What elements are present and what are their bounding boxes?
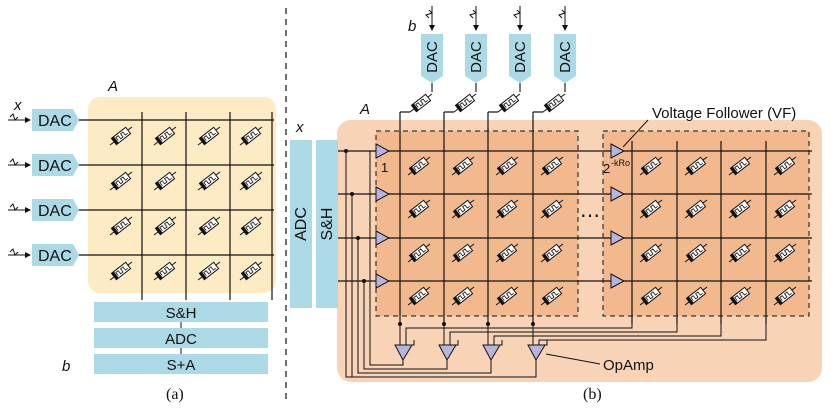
panel-a: A x DAC [8,78,276,403]
dac-b-2-label: DAC [468,41,485,73]
dac-b-4-label: DAC [557,41,574,73]
opamp-label: OpAmp [603,357,654,374]
vf-callout-line [622,119,649,148]
vf-label: Voltage Follower (VF) [652,105,796,122]
panel-a-caption: (a) [166,386,184,403]
opamp-4 [527,344,546,362]
panel-b-block-1 [375,130,579,317]
dac-a-4: DAC [8,244,79,266]
panel-b-bias-label: b [408,18,416,35]
panel-a-output-stack: S&H ADC S+A [94,302,268,374]
sh-block-a-label: S&H [166,305,197,322]
adc-block-a [94,328,268,348]
panel-a-grid [76,112,274,300]
dac-b-3-label: DAC [512,41,529,73]
panel-a-background [88,97,276,293]
dac-b-1-label: DAC [424,41,441,73]
panel-b-input-label: x [295,119,304,136]
panel-a-input-label: x [13,97,22,114]
dac-a-3-label: DAC [38,203,72,220]
sa-block-a [94,354,268,374]
adc-block-b-label: ADC [293,207,310,241]
sa-block-a-label: S+A [167,357,196,374]
sh-block-a [94,302,268,322]
dac-a-4-label: DAC [38,248,72,265]
block-ellipsis: ⋯ [580,205,600,227]
panel-a-matrix-label: A [107,78,118,95]
panel-b-caption: (b) [583,386,602,403]
dac-b-2: DAC [465,6,487,83]
panel-b-bias-memristors [409,83,566,113]
dac-a-3: DAC [8,199,79,221]
dac-a-2-label: DAC [38,158,72,175]
panel-b-matrix-label: A [359,101,370,118]
panel-a-input-dacs: DAC DAC DAC DAC [8,109,79,266]
panel-b-grid [338,111,812,324]
dac-b-1: DAC [421,6,443,83]
sh-block-b: S&H [316,140,338,308]
panel-b-opamps [394,344,546,362]
opamp-1 [394,344,413,362]
first-gain-label: 1 [381,160,388,175]
opamp-2 [438,344,457,362]
dac-a-1-label: DAC [38,113,72,130]
second-gain-base: 2 [603,161,610,176]
dac-a-1: DAC [8,109,79,131]
opamp-callout-line [545,353,601,365]
dac-b-3: DAC [509,6,531,83]
panel-a-bias-label: b [62,358,70,375]
panel-b: A x b ADC S&H DAC DAC [290,6,822,403]
panel-b-output-wiring [345,151,767,378]
panel-b-bias-dacs: DAC DAC DAC DAC [421,6,576,83]
second-gain-exponent: -kRo [611,158,630,168]
adc-block-b: ADC [290,140,312,308]
opamp-3 [482,344,501,362]
dac-b-4: DAC [554,6,576,83]
dac-a-2: DAC [8,154,79,176]
adc-block-a-label: ADC [165,331,197,348]
sh-block-b-label: S&H [319,208,336,241]
panel-b-block-2 [602,130,810,317]
